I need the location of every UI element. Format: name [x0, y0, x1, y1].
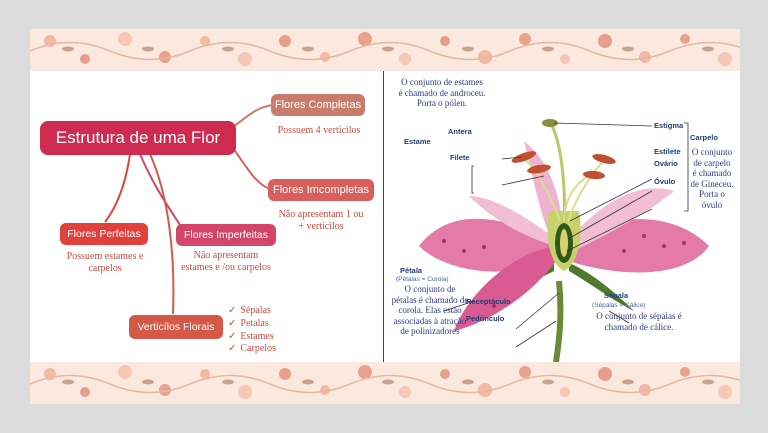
node-verticilos-florais: Verticílos Florais: [129, 315, 223, 339]
label-sepala: Sépala: [604, 291, 629, 300]
calice-line2: chamado de cálice.: [604, 321, 674, 332]
corola-note: O conjunto de pétalas é chamado de corol…: [384, 284, 476, 337]
gineceu-line3: é chamado: [692, 168, 732, 178]
label-sepala-sub: (Sépalas = Cálice): [592, 302, 646, 309]
floral-border-bottom: [30, 362, 740, 404]
androceu-line2: é chamado de androceu.: [398, 87, 486, 98]
corola-line4: associadas à atração: [393, 315, 467, 326]
label-petala-sub: (Pétalas = Corola): [396, 276, 449, 283]
verticilo-label: Estames: [240, 330, 274, 342]
verticilo-item: ✓Carpelos: [228, 343, 276, 355]
label-receptaculo: Receptáculo: [466, 297, 511, 306]
desc-flores-perfeitas: Possuem estames e carpelos: [55, 251, 155, 275]
node-flores-incompletas: Flores Imcompletas: [268, 179, 374, 201]
slide: Estrutura de uma Flor Flores Completas P…: [30, 29, 740, 404]
floral-border-top: [30, 29, 740, 71]
node-flores-imperfeitas: Flores Imperfeitas: [176, 224, 276, 246]
floral-pattern-top: [30, 32, 740, 66]
corola-line3: corola. Elas estão: [398, 305, 462, 315]
calice-line1: O conjunto de sépalas é: [596, 311, 682, 321]
gineceu-line4: de Gineceu.: [690, 178, 734, 189]
node-flores-completas: Flores Completas: [271, 94, 365, 116]
label-peduculo: Pedúnculo: [466, 314, 505, 323]
gineceu-line2: de carpelo: [693, 157, 731, 168]
gineceu-line5: Porta o: [699, 189, 725, 199]
label-ovulo: Óvulo: [654, 177, 676, 186]
floral-pattern-bottom: [30, 364, 740, 400]
corola-line2: pétalas é chamado de: [391, 294, 469, 305]
desc-flores-incompletas: Não apresentam 1 ou + verticilos: [266, 209, 376, 233]
label-filete: Filete: [450, 153, 470, 162]
androceu-note: O conjunto de estames é chamado de andro…: [384, 77, 500, 109]
verticilo-label: Carpelos: [240, 343, 276, 355]
center-divider: [383, 71, 384, 362]
peduncle-shape: [553, 280, 564, 362]
flower-illustration: [419, 119, 709, 362]
verticilo-item: ✓Estames: [228, 330, 274, 342]
label-ovario: Ovário: [654, 159, 678, 168]
verticilo-item: ✓Sépalas: [228, 305, 271, 316]
desc-perfeitas-line1: Possuem estames e: [66, 251, 144, 262]
label-antera: Antera: [448, 127, 472, 136]
desc-flores-completas: Possuem 4 verticilos: [277, 125, 361, 136]
desc-imperfeitas-line2: estames e /ou carpelos: [181, 262, 271, 273]
label-estilete: Estilete: [654, 147, 681, 156]
desc-incompletas-line1: Não apresentam 1 ou: [278, 209, 364, 220]
corola-line1: O conjunto de: [404, 284, 456, 294]
androceu-line3: Porta o pólen.: [416, 98, 468, 108]
label-petala: Pétala: [400, 266, 423, 275]
label-estame: Estame: [404, 137, 431, 146]
label-carpelo: Carpelo: [690, 133, 718, 142]
corola-line5: de polinizadores: [400, 326, 460, 336]
verticilo-label: Sépalas: [240, 305, 271, 316]
verticilo-item: ✓Petalas: [228, 317, 269, 329]
desc-perfeitas-line2: carpelos: [88, 263, 122, 274]
verticilo-label: Petalas: [240, 317, 269, 329]
root-node: Estrutura de uma Flor: [40, 121, 236, 155]
gineceu-line1: O conjunto: [691, 147, 733, 157]
verticilos-list: ✓Sépalas ✓Petalas ✓Estames ✓Carpelos: [228, 305, 276, 356]
gineceu-note: O conjunto de carpelo é chamado de Ginec…: [684, 147, 740, 210]
calice-note: O conjunto de sépalas é chamado de cálic…: [584, 311, 694, 332]
desc-imperfeitas-line1: Não apresentam: [193, 250, 259, 261]
node-flores-perfeitas: Flores Perfeitas: [60, 223, 148, 245]
androceu-line1: O conjunto de estames: [401, 77, 483, 87]
label-estigma: Estigma: [654, 121, 684, 130]
desc-flores-imperfeitas: Não apresentam estames e /ou carpelos: [170, 250, 282, 274]
desc-incompletas-line2: + verticilos: [298, 221, 344, 232]
gineceu-line6: óvulo: [701, 199, 723, 210]
